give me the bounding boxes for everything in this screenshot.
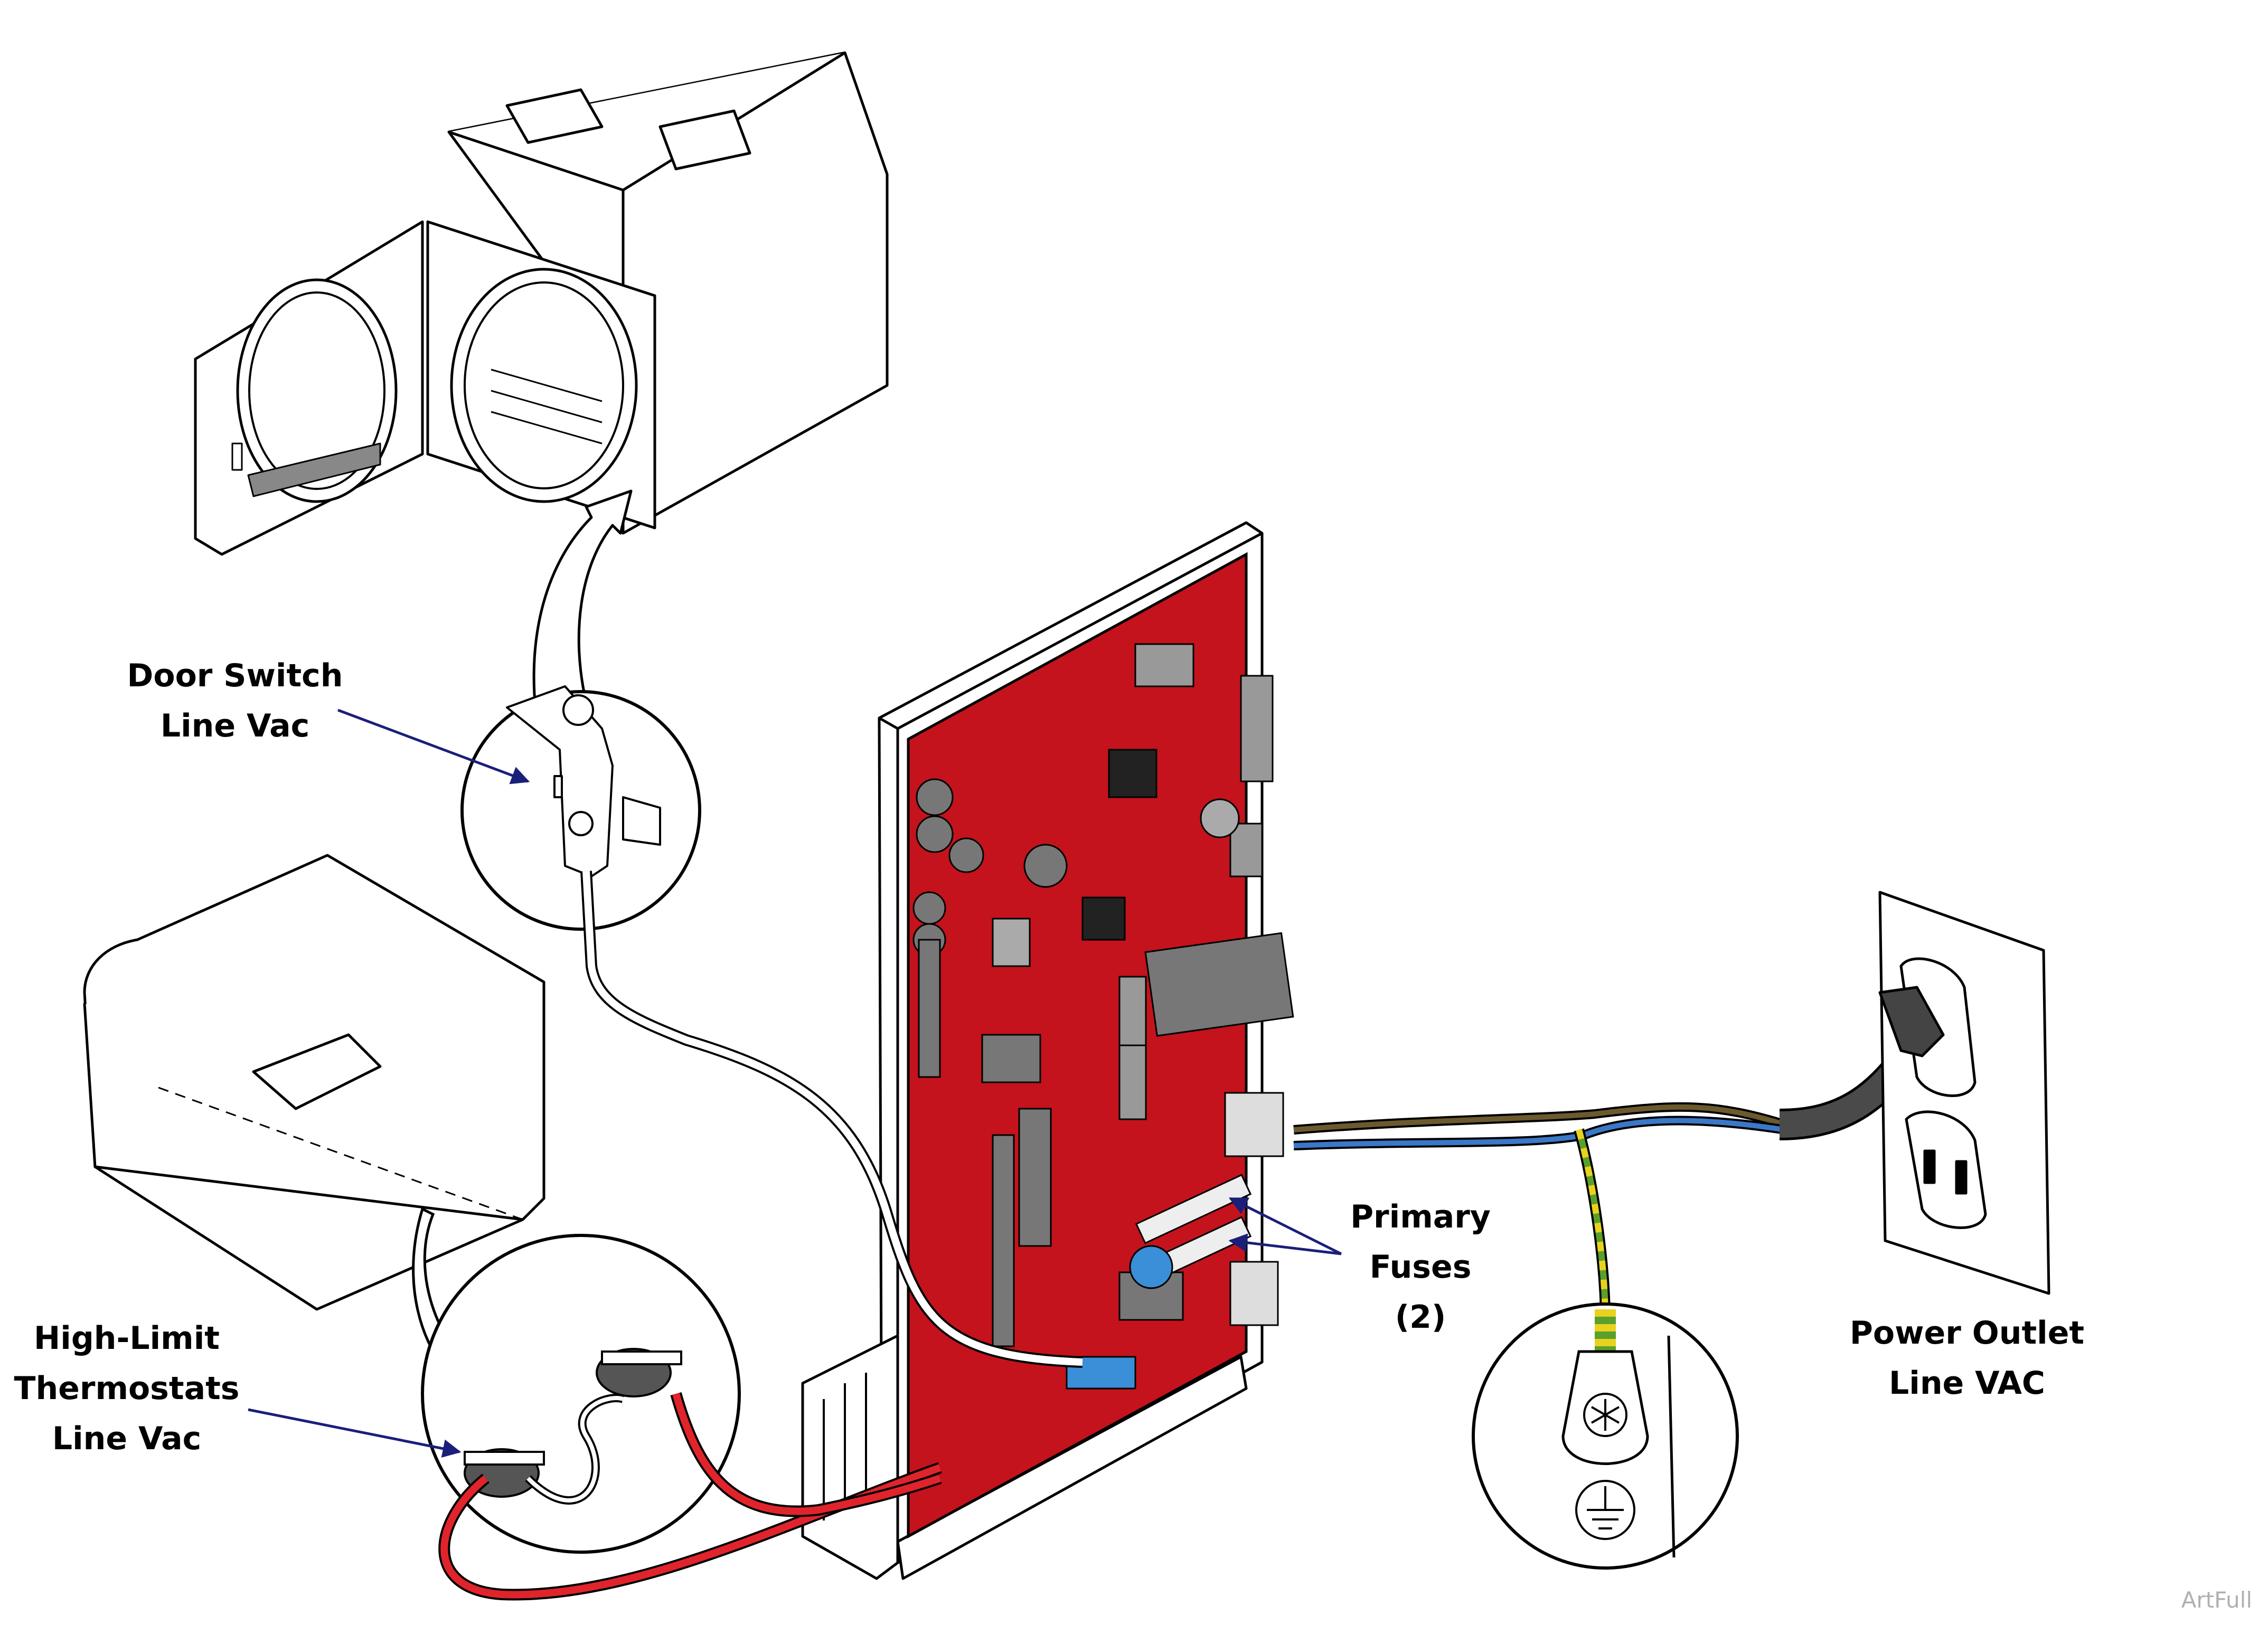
thermostat-callout <box>412 1207 741 1554</box>
door-switch-label: Door Switch Line Vac <box>127 657 343 744</box>
power-outlet-label: Power Outlet Line VAC <box>1850 1315 2084 1402</box>
red-wires <box>438 1392 942 1601</box>
earth-ground-symbol <box>1575 1480 1635 1540</box>
wall-outlet <box>1878 891 2050 1295</box>
sterilizer-unit <box>194 51 889 556</box>
svg-text:Line Vac: Line Vac <box>52 1420 201 1457</box>
svg-text:Line VAC: Line VAC <box>1889 1365 2045 1402</box>
primary-fuses-label: Primary Fuses (2) <box>1350 1198 1491 1336</box>
svg-text:(2): (2) <box>1395 1299 1446 1336</box>
door-switch-callout <box>460 489 1083 1368</box>
watermark: ArtFull <box>2181 1587 2252 1613</box>
ground-callout <box>1472 1302 1739 1570</box>
svg-text:High-Limit: High-Limit <box>34 1320 220 1357</box>
svg-text:Power Outlet: Power Outlet <box>1850 1315 2084 1352</box>
svg-text:Door Switch: Door Switch <box>127 657 343 694</box>
thermostats-label: High-Limit Thermostats Line Vac <box>14 1320 240 1457</box>
leader-arrows <box>248 709 1342 1458</box>
svg-text:Thermostats: Thermostats <box>14 1370 240 1407</box>
svg-text:Line Vac: Line Vac <box>161 707 309 744</box>
svg-text:Fuses: Fuses <box>1370 1249 1472 1286</box>
svg-text:Primary: Primary <box>1350 1198 1491 1235</box>
heater-box <box>83 854 545 1311</box>
circuit-board <box>907 552 1294 1539</box>
